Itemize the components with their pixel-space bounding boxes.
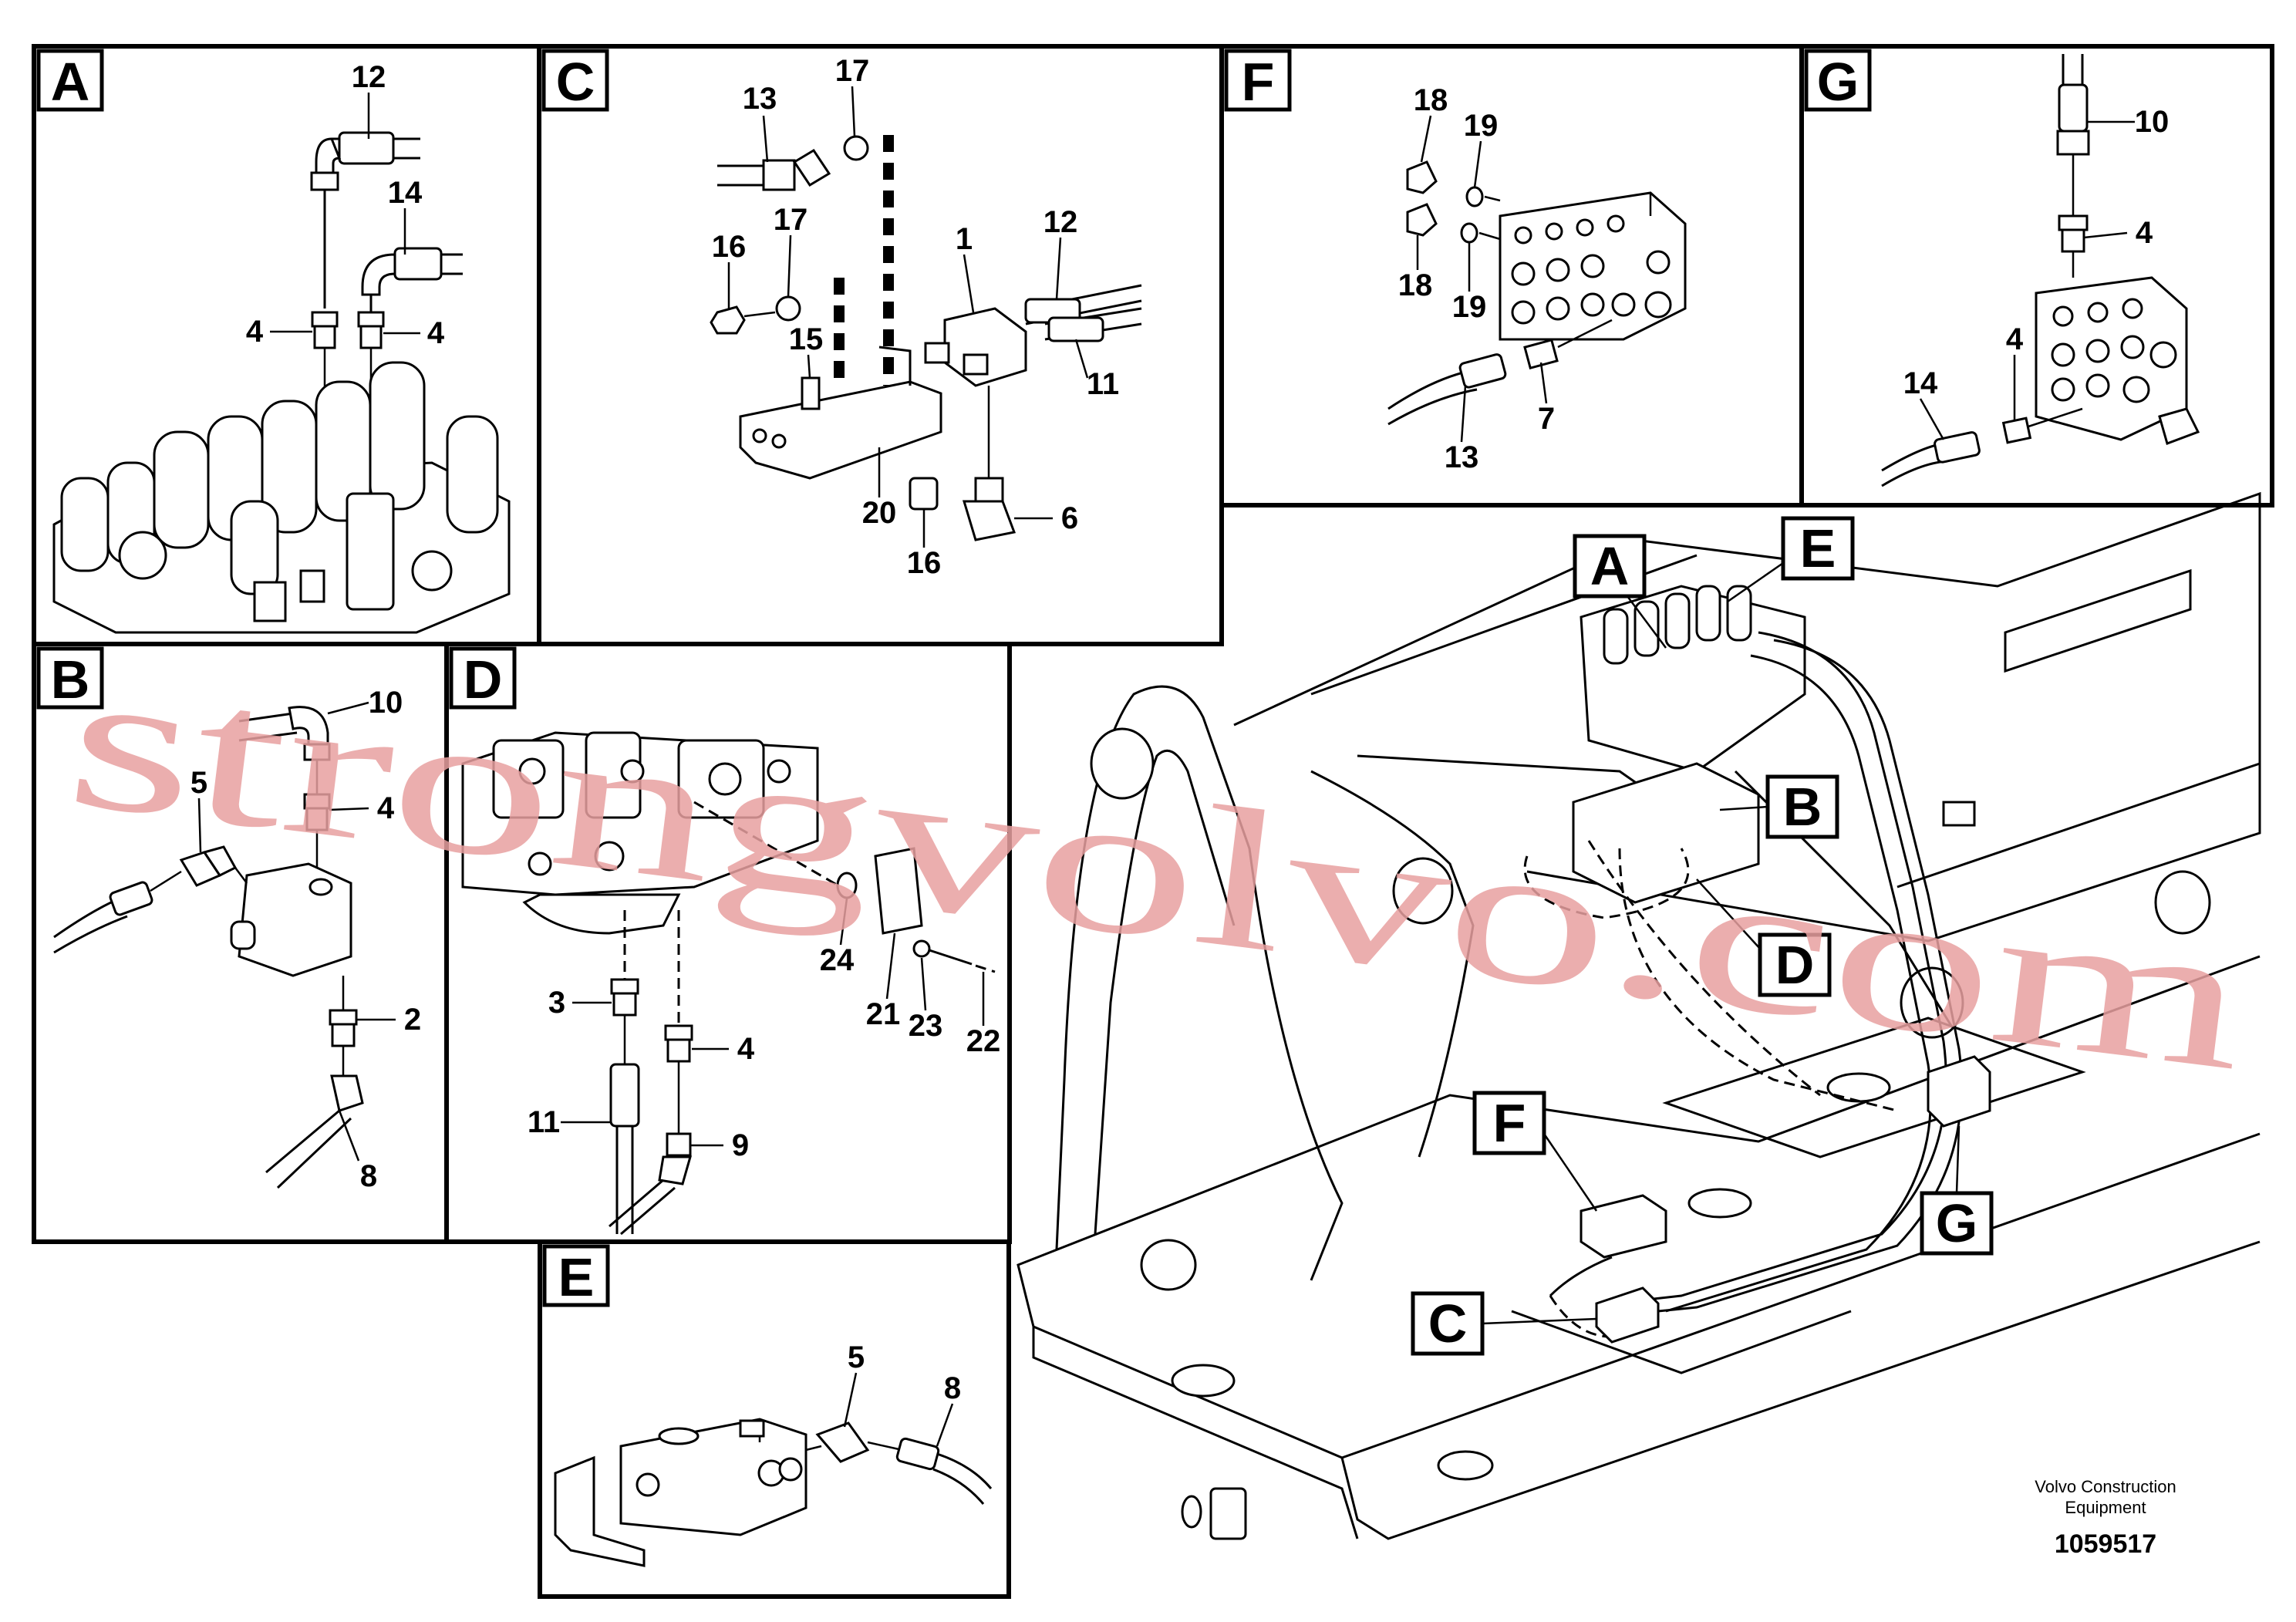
panel-f-label-18-top: 18 [1414,83,1448,117]
panel-c-label-20: 20 [862,496,897,530]
panel-b-label-4: 4 [377,791,395,825]
panel-b-label-8: 8 [360,1159,377,1193]
panel-c-label-16: 16 [907,546,942,580]
panel-f-label-19: 19 [1452,290,1487,324]
overview-tag-a: A [1590,536,1630,596]
panel-g-label-4: 4 [2006,322,2024,356]
panel-g-label-4-top: 4 [2136,216,2153,250]
panel-b: B 10 5 4 2 8 [32,642,449,1244]
panel-e-label-5: 5 [848,1340,865,1374]
panel-d-label-9: 9 [732,1128,749,1162]
panel-d-label-3: 3 [548,986,565,1020]
panel-f-label-19-top: 19 [1464,109,1499,143]
overview-tag-d: D [1775,935,1815,995]
panel-c-label-11: 11 [1087,367,1119,401]
machine-overview: A E B D F G C [1017,491,2261,1540]
panel-b-tag: B [51,649,90,710]
panel-c-label-12: 12 [1043,205,1078,239]
overview-tag-e: E [1800,518,1836,578]
panel-e-tag: E [558,1247,595,1307]
panel-a-label-4-right: 4 [427,316,445,350]
panel-a-label-12: 12 [352,60,386,94]
panel-a-label-4-left: 4 [246,315,264,349]
panel-c: C 13 17 [537,44,1224,646]
panel-g-tag: G [1817,52,1859,112]
panel-a: A 12 14 4 [32,44,541,646]
panel-e-label-8: 8 [944,1371,961,1405]
document-number: 1059517 [2055,1529,2156,1559]
panel-d-label-4: 4 [737,1032,755,1066]
panel-c-label-6: 6 [1061,501,1078,535]
overview-tag-f: F [1493,1093,1526,1153]
panel-f-label-18: 18 [1398,268,1433,302]
panel-c-label-17-top: 17 [835,54,870,88]
panel-d-label-22: 22 [966,1024,1001,1058]
panel-a-label-14: 14 [388,176,423,210]
panel-g: G 10 4 4 14 [1799,44,2274,508]
credit-line-2: Equipment [2065,1498,2146,1517]
panel-b-label-2: 2 [404,1003,421,1037]
panel-f: F 18 19 18 19 13 7 [1219,44,1804,508]
panel-f-label-13: 13 [1445,440,1479,474]
panel-f-label-7: 7 [1538,402,1555,436]
overview-tag-c: C [1428,1293,1468,1354]
panel-c-label-15: 15 [789,322,824,356]
panel-f-tag: F [1242,52,1275,112]
credit-line-1: Volvo Construction [2035,1477,2176,1496]
panel-c-label-17: 17 [774,203,808,237]
panel-e: E 5 8 [538,1239,1011,1599]
panel-d-label-21: 21 [866,997,901,1031]
panel-c-label-16-top: 16 [712,230,747,264]
panel-a-tag: A [51,52,90,112]
panel-b-label-5: 5 [190,766,207,800]
panel-c-tag: C [556,52,595,112]
overview-tag-g: G [1936,1193,1977,1253]
panel-g-label-14: 14 [1903,366,1938,400]
panel-c-label-1: 1 [956,222,973,256]
panel-d-tag: D [464,649,503,710]
panel-d-label-11: 11 [528,1105,560,1139]
panel-c-label-13: 13 [743,82,777,116]
panel-b-label-10: 10 [369,686,403,720]
panel-g-label-10: 10 [2135,105,2170,139]
panel-d: D 24 21 [444,642,1012,1244]
overview-tag-b: B [1783,777,1822,837]
panel-d-label-24: 24 [820,943,855,977]
panel-d-label-23: 23 [909,1009,943,1043]
watermark-text: strongvolvo.com [57,626,2258,1113]
